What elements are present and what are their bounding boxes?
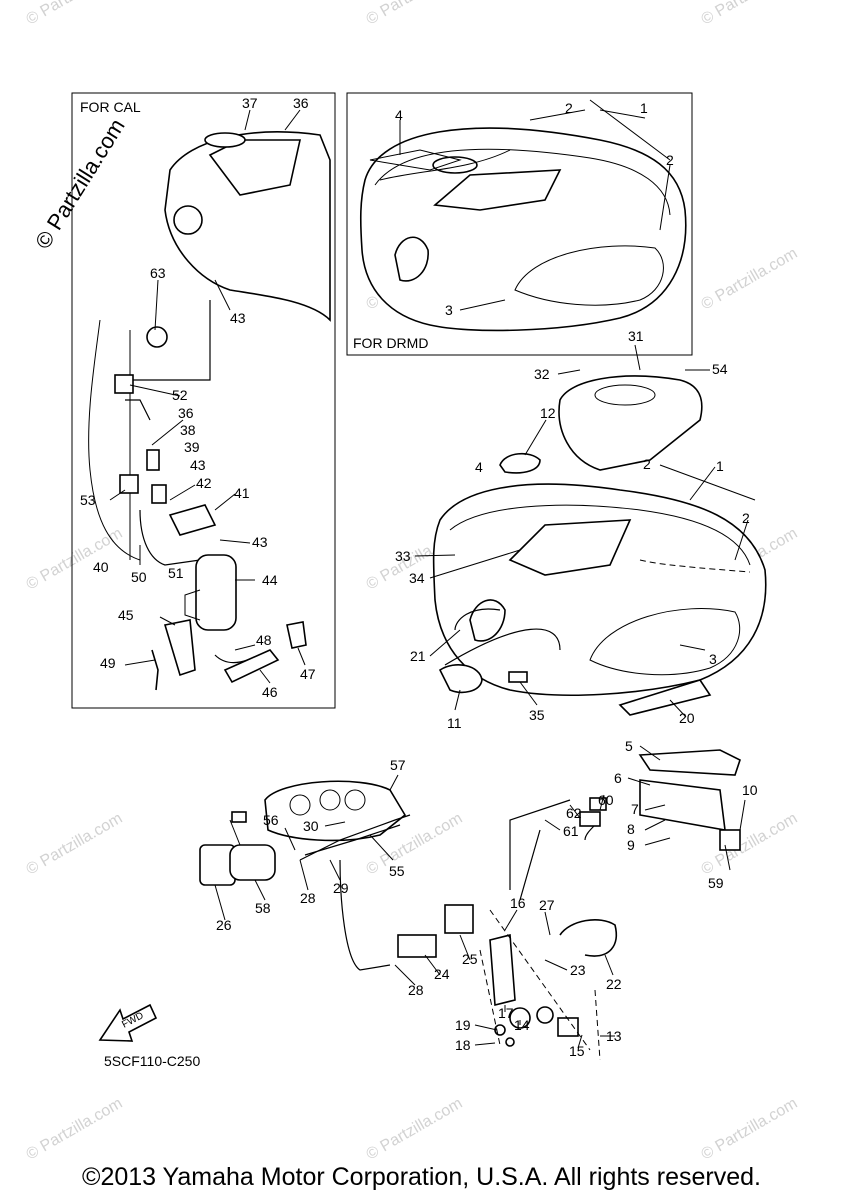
part-label: 45	[118, 607, 134, 623]
part-label: 51	[168, 565, 184, 581]
watermark: © Partzilla.com	[364, 0, 466, 28]
watermark: © Partzilla.com	[24, 525, 126, 594]
part-label: 14	[514, 1017, 530, 1033]
part-label: 2	[565, 100, 573, 116]
part-label: 38	[180, 422, 196, 438]
part-labels: 1 2 2 3 4 37 36 63 43 52 36 38 39 43 53 …	[80, 95, 758, 1059]
part-label: 3	[445, 302, 453, 318]
part-label: 43	[252, 534, 268, 550]
part-label: 19	[455, 1017, 471, 1033]
watermark: © Partzilla.com	[699, 245, 801, 314]
copyright: ©2013 Yamaha Motor Corporation, U.S.A. A…	[82, 1163, 761, 1191]
part-label: 23	[570, 962, 586, 978]
part-label: 26	[216, 917, 232, 933]
part-label: 29	[333, 880, 349, 896]
part-label: 43	[230, 310, 246, 326]
part-label: 62	[566, 805, 582, 821]
pump-assembly	[199, 780, 617, 1061]
part-label: 35	[529, 707, 545, 723]
drmd-fuel-tank	[359, 127, 687, 332]
cal-box	[71, 92, 336, 709]
part-label: 58	[255, 900, 271, 916]
part-label: 52	[172, 387, 188, 403]
part-label: 39	[184, 439, 200, 455]
part-label: 21	[410, 648, 426, 664]
part-label: 31	[628, 328, 644, 344]
main-fuel-tank	[432, 375, 767, 851]
part-label: 4	[475, 459, 483, 475]
part-label: 56	[263, 812, 279, 828]
part-label: 59	[708, 875, 724, 891]
part-label: 57	[390, 757, 406, 773]
part-label: 2	[666, 152, 674, 168]
watermark: © Partzilla.com	[699, 0, 801, 28]
part-label: 44	[262, 572, 278, 588]
watermark: © Partzilla.com	[24, 1095, 126, 1164]
part-label: 1	[640, 100, 648, 116]
part-label: 5	[625, 738, 633, 754]
part-label: 11	[447, 715, 462, 731]
part-label: 8	[627, 821, 635, 837]
part-label: 17	[498, 1005, 514, 1021]
part-label: 30	[303, 818, 319, 834]
part-label: 2	[643, 456, 651, 472]
part-label: 28	[408, 982, 424, 998]
part-label: 46	[262, 684, 278, 700]
part-label: 25	[462, 951, 478, 967]
diagram-code: 5SCF110-C250	[104, 1053, 201, 1069]
part-label: 49	[100, 655, 116, 671]
part-label: 63	[150, 265, 166, 281]
part-label: 36	[293, 95, 309, 111]
watermark: © Partzilla.com	[364, 1095, 466, 1164]
part-label: 41	[234, 485, 250, 501]
part-label: 60	[598, 792, 614, 808]
part-label: 36	[178, 405, 194, 421]
watermark: © Partzilla.com	[24, 810, 126, 879]
part-label: 40	[93, 559, 109, 575]
part-label: 34	[409, 570, 425, 586]
part-label: 53	[80, 492, 96, 508]
part-label: 6	[614, 770, 622, 786]
part-label: 47	[300, 666, 316, 682]
part-label: 22	[606, 976, 622, 992]
part-label: 43	[190, 457, 206, 473]
watermark: © Partzilla.com	[699, 1095, 801, 1164]
part-label: 1	[716, 458, 724, 474]
fwd-arrow: FWD	[98, 1003, 158, 1042]
part-label: 12	[540, 405, 556, 421]
part-label: 2	[742, 510, 750, 526]
part-label: 37	[242, 95, 258, 111]
part-label: 27	[539, 897, 555, 913]
part-label: 28	[300, 890, 316, 906]
drmd-box	[346, 92, 693, 356]
part-label: 15	[569, 1043, 585, 1059]
watermark: © Partzilla.com	[24, 0, 126, 28]
part-label: 16	[510, 895, 526, 911]
part-label: 48	[256, 632, 272, 648]
part-label: 18	[455, 1037, 471, 1053]
cal-box-label: FOR CAL	[80, 99, 141, 115]
part-label: 50	[131, 569, 147, 585]
part-label: 10	[742, 782, 758, 798]
part-label: 55	[389, 863, 405, 879]
part-label: 61	[563, 823, 579, 839]
part-label: 3	[709, 651, 717, 667]
drmd-box-label: FOR DRMD	[353, 335, 428, 351]
part-label: 4	[395, 107, 403, 123]
part-label: 24	[434, 966, 450, 982]
part-label: 32	[534, 366, 550, 382]
part-label: 20	[679, 710, 695, 726]
cal-assembly	[88, 131, 331, 691]
part-label: 33	[395, 548, 411, 564]
part-label: 9	[627, 837, 635, 853]
part-label: 7	[631, 801, 639, 817]
leader-lines	[109, 99, 756, 1049]
part-label: 42	[196, 475, 212, 491]
part-label: 13	[606, 1028, 622, 1044]
part-label: 54	[712, 361, 728, 377]
